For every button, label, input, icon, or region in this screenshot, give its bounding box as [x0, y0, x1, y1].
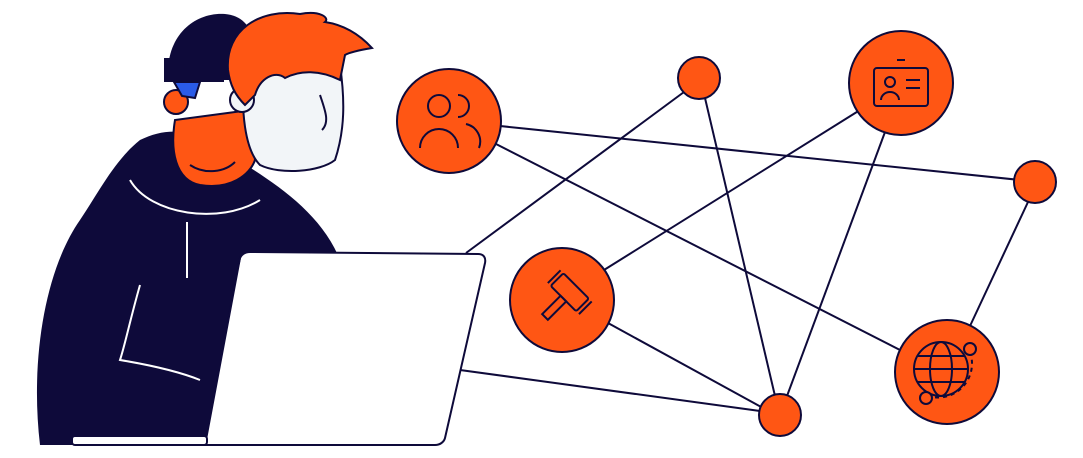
- link: [704, 97, 776, 397]
- network-links: [459, 91, 1029, 412]
- link: [465, 91, 685, 254]
- network-node: [677, 56, 721, 100]
- network-node: [1013, 160, 1057, 204]
- gavel-icon: [509, 247, 615, 353]
- link: [969, 201, 1029, 327]
- laptop: [203, 250, 487, 446]
- hair: [226, 12, 374, 107]
- laptop-base: [71, 435, 208, 446]
- people-icon: [396, 68, 502, 174]
- id-card-icon: [848, 30, 954, 136]
- vr-visor: [172, 81, 202, 100]
- link: [786, 131, 886, 397]
- link: [495, 143, 901, 351]
- network-node: [758, 393, 802, 437]
- link: [603, 109, 861, 271]
- globe-icon: [894, 319, 1000, 425]
- face: [172, 108, 257, 187]
- person-illustration: [36, 12, 487, 446]
- link: [499, 125, 1021, 181]
- link: [607, 322, 764, 409]
- link: [459, 369, 761, 412]
- mask-face: [242, 63, 345, 173]
